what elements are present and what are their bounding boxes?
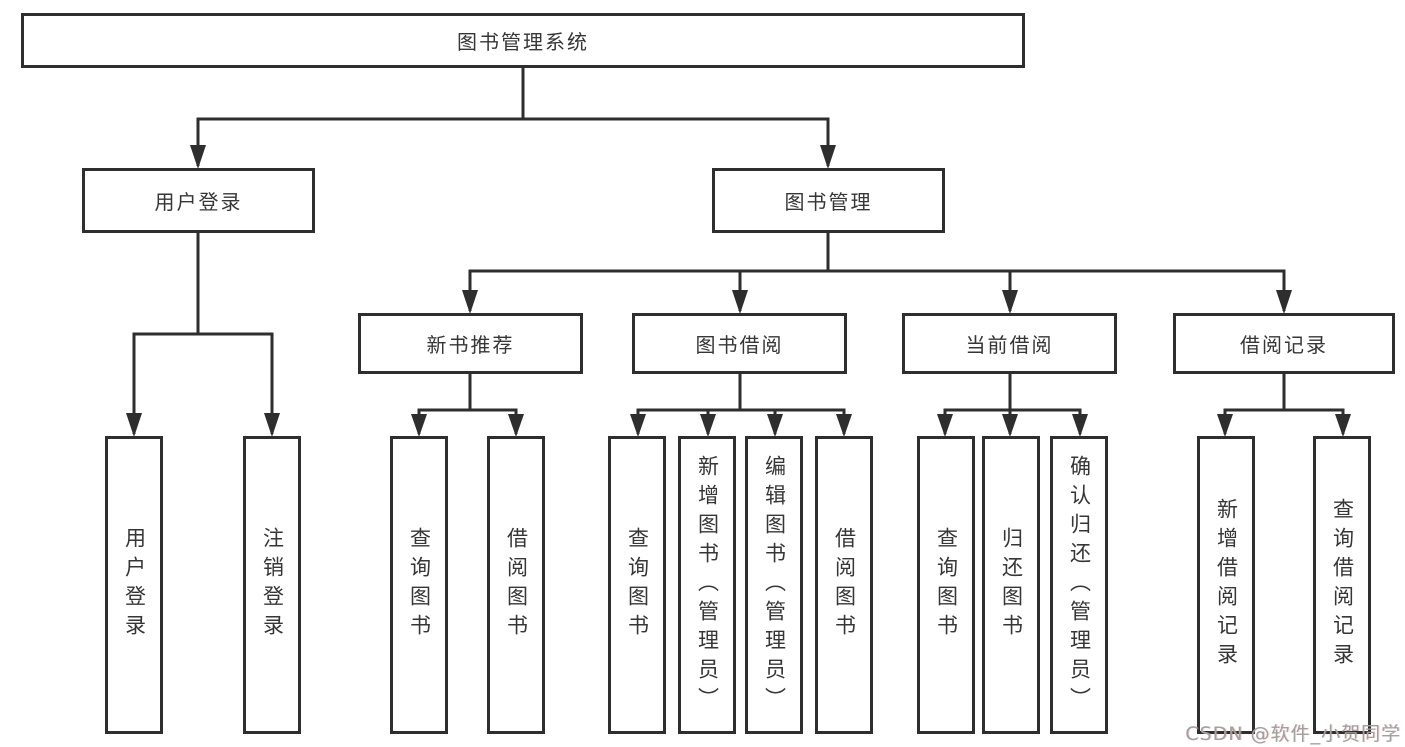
- leaf-current-query: 查询图书: [917, 436, 975, 734]
- leaf-newbooks-query: 查询图书: [390, 436, 448, 734]
- node-label: 用户登录: [154, 190, 243, 214]
- leaf-label: 编辑图书（管理员）: [762, 454, 787, 716]
- leaf-label: 用户登录: [122, 527, 147, 643]
- leaf-label: 归还图书: [999, 527, 1024, 643]
- leaf-records-query: 查询借阅记录: [1313, 436, 1371, 734]
- node-current-borrow: 当前借阅: [902, 313, 1117, 374]
- leaf-borrow-query: 查询图书: [608, 436, 666, 734]
- leaf-borrow-edit-admin: 编辑图书（管理员）: [745, 436, 803, 734]
- node-book-borrow: 图书借阅: [632, 313, 847, 374]
- node-root-library-system: 图书管理系统: [21, 13, 1025, 68]
- leaf-records-add: 新增借阅记录: [1197, 436, 1255, 734]
- node-label: 图书管理: [784, 190, 873, 214]
- leaf-label: 借阅图书: [504, 527, 529, 643]
- leaf-newbooks-borrow: 借阅图书: [487, 436, 545, 734]
- leaf-borrow-add-admin: 新增图书（管理员）: [678, 436, 736, 734]
- node-label: 新书推荐: [426, 333, 515, 357]
- leaf-label: 查询图书: [934, 527, 959, 643]
- node-label: 借阅记录: [1240, 333, 1328, 357]
- leaf-label: 借阅图书: [832, 527, 857, 643]
- node-borrow-records: 借阅记录: [1173, 313, 1395, 374]
- leaf-current-confirm-admin: 确认归还（管理员）: [1050, 436, 1108, 734]
- leaf-label: 确认归还（管理员）: [1067, 454, 1092, 716]
- leaf-label: 查询图书: [407, 527, 432, 643]
- leaf-user-login: 用户登录: [105, 436, 163, 734]
- node-new-book-recommend: 新书推荐: [358, 313, 583, 374]
- leaf-logout: 注销登录: [243, 436, 301, 734]
- leaf-label: 新增图书（管理员）: [695, 454, 720, 716]
- leaf-label: 新增借阅记录: [1214, 498, 1239, 672]
- node-label: 图书借阅: [695, 333, 784, 357]
- leaf-borrow-borrow: 借阅图书: [815, 436, 873, 734]
- node-book-management: 图书管理: [712, 168, 945, 233]
- leaf-label: 查询借阅记录: [1330, 498, 1355, 672]
- node-label: 当前借阅: [965, 333, 1054, 357]
- leaf-current-return: 归还图书: [982, 436, 1040, 734]
- node-label: 图书管理系统: [457, 30, 589, 54]
- arrowhead-icons: [126, 145, 1351, 437]
- node-user-login: 用户登录: [82, 168, 315, 233]
- leaf-label: 查询图书: [625, 527, 650, 643]
- leaf-label: 注销登录: [260, 527, 285, 643]
